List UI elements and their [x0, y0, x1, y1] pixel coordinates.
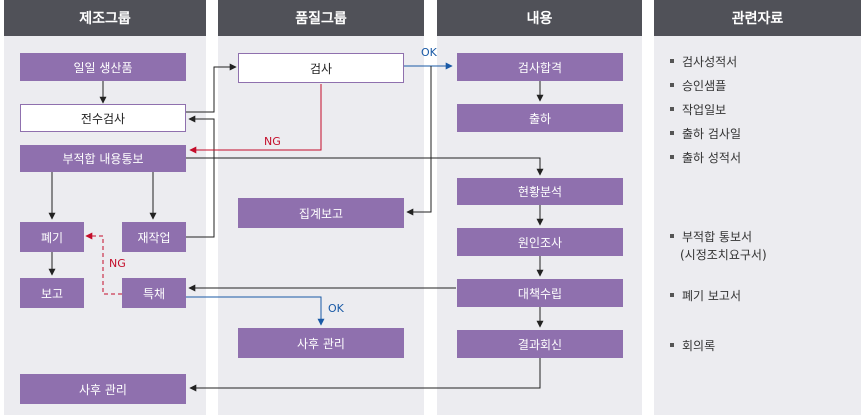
node-report: 보고	[20, 278, 84, 308]
related-doc-item: 출하 검사일	[670, 125, 741, 142]
node-shipment: 출하	[457, 104, 623, 132]
node-daily-product: 일일 생산품	[20, 53, 186, 81]
node-summary-report: 집계보고	[238, 198, 404, 228]
node-special-adoption: 특채	[122, 278, 186, 308]
node-disposal: 폐기	[20, 222, 84, 252]
bullet-icon	[670, 130, 674, 135]
column-bg-related	[654, 0, 861, 415]
related-doc-item: 출하 성적서	[670, 149, 741, 166]
edge-label-ng-mid: NG	[264, 135, 281, 148]
arrow-rework-to-full-inspection	[186, 115, 215, 238]
related-doc-item: 부적합 통보서	[670, 228, 752, 245]
node-cause-investigation: 원인조사	[457, 228, 623, 256]
node-countermeasure: 대책수립	[457, 279, 623, 307]
arrow-to-summary	[406, 66, 432, 216]
node-full-inspection: 전수검사	[20, 104, 186, 132]
node-rework: 재작업	[122, 222, 186, 252]
arrow-result-to-after-mgmt	[189, 358, 541, 392]
arrow-notice-to-status	[186, 157, 544, 176]
column-header-content: 내용	[437, 0, 642, 36]
related-doc-item: 작업일보	[670, 101, 726, 118]
related-doc-item: 승인샘플	[670, 77, 726, 94]
bullet-icon	[670, 82, 674, 87]
column-header-manufacturing: 제조그룹	[4, 0, 206, 36]
node-inspection: 검사	[238, 53, 404, 83]
edge-label-ok-top: OK	[421, 46, 437, 59]
node-result-reply: 결과회신	[457, 330, 623, 358]
node-nonconform-notice: 부적합 내용통보	[20, 145, 186, 172]
bullet-icon	[670, 342, 674, 347]
related-doc-item: 검사성적서	[670, 53, 737, 70]
bullet-icon	[670, 106, 674, 111]
node-after-mgmt-quality: 사후 관리	[238, 328, 404, 358]
edge-label-ng-left: NG	[109, 257, 126, 270]
node-inspection-pass: 검사합격	[457, 53, 623, 81]
arrow-special-ok	[186, 296, 325, 326]
bullet-icon	[670, 233, 674, 238]
edge-label-ok-bottom: OK	[328, 302, 344, 315]
bullet-icon	[670, 58, 674, 63]
column-header-related: 관련자료	[654, 0, 861, 36]
node-status-analysis: 현황분석	[457, 178, 623, 205]
related-doc-item: 폐기 보고서	[670, 287, 741, 304]
arrow-full-inspection-to-inspection	[186, 63, 237, 113]
column-header-quality: 품질그룹	[218, 0, 424, 36]
node-after-mgmt-manufacturing: 사후 관리	[20, 374, 186, 404]
arrow-inspection-ng	[189, 84, 322, 154]
arrow-special-ng-to-disposal	[85, 232, 122, 295]
related-doc-item-continuation: (시정조치요구서)	[680, 248, 767, 262]
related-doc-item: 회의록	[670, 337, 715, 354]
bullet-icon	[670, 154, 674, 159]
bullet-icon	[670, 292, 674, 297]
